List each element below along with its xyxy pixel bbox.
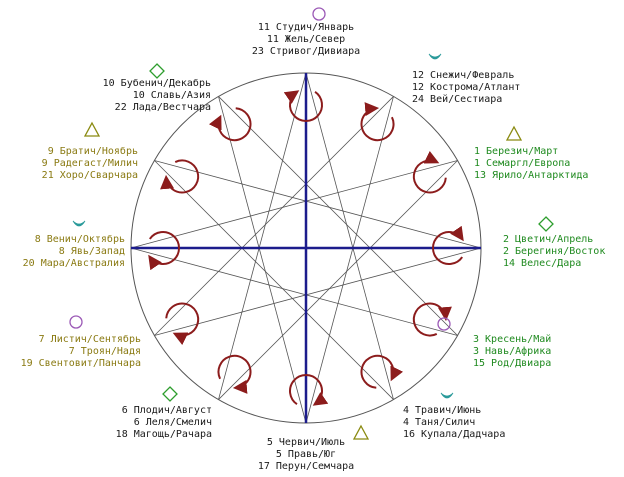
star-lines	[130, 72, 482, 424]
diamond-icon	[538, 216, 554, 232]
cycle-arrow	[412, 150, 447, 194]
label-line: 4 Травич/Июнь	[403, 405, 482, 416]
label-line: 23 Стривог/Дивиара	[251, 46, 361, 57]
label-line: 5 Червич/Июль	[266, 437, 346, 448]
label-line: 1 Березич/Март	[474, 146, 559, 157]
circle-icon	[69, 315, 83, 329]
label-line: 10 Бубенич/Декабрь	[102, 78, 211, 89]
crescent-moon-icon	[440, 392, 454, 399]
star-line	[154, 96, 394, 336]
triangle-icon	[505, 125, 523, 141]
label-line: 7 Троян/Надя	[68, 346, 141, 357]
label-line: 14 Велес/Дара	[503, 258, 582, 269]
cycle-arrows	[148, 90, 464, 406]
label-line: 6 Плодич/Август	[121, 405, 212, 416]
label-line: 12 Снежич/Февраль	[412, 70, 515, 81]
label-line: 1 Семаргл/Европа	[474, 158, 571, 169]
label-line: 13 Ярило/Антарктида	[474, 170, 589, 181]
star-line	[218, 96, 307, 424]
star-line	[130, 160, 458, 249]
label-line: 12 Кострома/Атлант	[412, 82, 521, 93]
triangle-icon	[352, 424, 370, 440]
star-line	[218, 96, 458, 336]
diamond-icon	[149, 63, 165, 79]
cycle-arrow	[432, 225, 464, 265]
cycle-arrow	[148, 231, 180, 271]
symbols	[69, 7, 554, 440]
label-line: 9 Братич/Ноябрь	[47, 146, 138, 157]
label-line: 3 Навь/Африка	[473, 346, 552, 357]
circle-icon	[437, 317, 451, 331]
cycle-arrow	[360, 354, 404, 389]
cycle-arrow	[412, 302, 452, 337]
star-line	[154, 160, 394, 400]
cycle-arrow	[160, 159, 200, 194]
star-line	[305, 96, 394, 424]
star-line	[305, 72, 394, 400]
label-line: 2 Берегиня/Восток	[503, 246, 606, 257]
center-cross	[131, 73, 481, 423]
label-line: 21 Хоро/Сварчара	[41, 170, 138, 181]
star-line	[154, 247, 482, 336]
label-line: 2 Цветич/Апрель	[503, 234, 594, 245]
star-line	[218, 72, 307, 400]
label-line: 10 Славь/Азия	[132, 90, 211, 101]
triangle-icon	[83, 121, 101, 137]
star-line	[154, 160, 482, 249]
star-line	[218, 160, 458, 400]
cycle-arrow	[217, 354, 252, 394]
cycle-arrow	[208, 107, 252, 142]
label-line: 24 Вей/Сестиара	[412, 94, 503, 105]
label-line: 20 Мара/Австралия	[22, 258, 125, 269]
label-line: 19 Свентовит/Панчара	[20, 358, 141, 369]
diamond-icon	[162, 386, 178, 402]
label-line: 5 Правь/Юг	[275, 449, 337, 460]
label-line: 9 Радегаст/Милич	[41, 158, 138, 169]
crescent-moon-icon	[72, 220, 86, 227]
label-line: 7 Листич/Сентябрь	[38, 334, 141, 345]
label-line: 15 Род/Двиара	[473, 358, 552, 369]
cycle-arrow	[283, 90, 323, 122]
circle-icon	[312, 7, 326, 21]
star-line	[130, 247, 458, 336]
label-line: 18 Магощь/Рачара	[115, 429, 212, 440]
cycle-arrow	[289, 374, 329, 406]
label-line: 6 Леля/Смелич	[133, 417, 212, 428]
label-line: 3 Кресень/Май	[473, 334, 552, 345]
label-line: 22 Лада/Вестчара	[114, 102, 211, 113]
label-line: 11 Студич/Январь	[257, 22, 355, 33]
label-line: 8 Венич/Октябрь	[34, 234, 125, 245]
cycle-arrow	[360, 102, 395, 142]
label-line: 16 Купала/Дадчара	[403, 429, 506, 440]
label-line: 8 Явь/Запад	[58, 246, 125, 257]
label-line: 11 Жель/Север	[266, 34, 346, 45]
crescent-moon-icon	[428, 53, 442, 60]
label-line: 17 Перун/Семчара	[257, 461, 355, 472]
cycle-arrow	[165, 302, 200, 346]
label-line: 4 Таня/Силич	[403, 417, 476, 428]
